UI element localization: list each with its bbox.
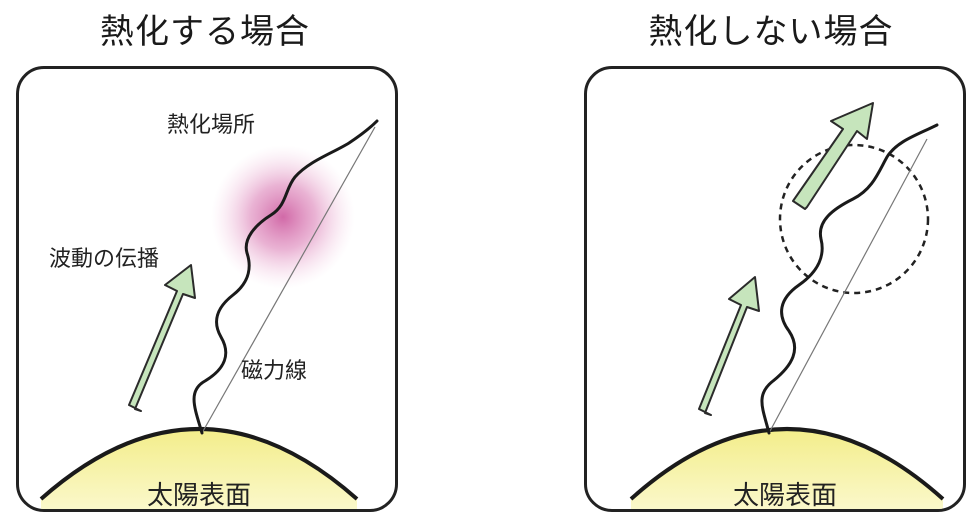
straight-field-line [201,126,376,434]
solar-surface-label-right: 太陽表面 [733,481,838,511]
magnetic-field-line-label: 磁力線 [241,359,308,384]
wavy-magnetic-field-line [760,123,939,435]
straight-field-line [768,138,928,434]
upper-wave-propagation-arrow-icon [792,102,874,210]
heating-site-label: 熱化場所 [167,113,256,138]
solar-surface-label-left: 太陽表面 [147,481,252,511]
wave-propagation-label: 波動の伝播 [49,247,160,272]
solar-surface-fill [41,429,357,509]
solar-surface-fill [631,429,943,509]
solar-surface-curve [39,427,359,501]
left-panel-title: 熱化する場合 [100,12,310,52]
left-panel-illustration [39,119,379,509]
solar-surface-curve [629,427,945,501]
wave-propagation-arrow-icon [128,264,196,412]
right-panel-illustration [629,102,945,509]
dashed-wave-region-circle [778,143,930,295]
wavy-magnetic-field-line [192,119,379,435]
lower-wave-propagation-arrow-icon [698,276,760,416]
heating-site-glow [211,145,355,289]
right-panel-title: 熱化しない場合 [648,12,894,52]
left-panel-heating-case: 熱化場所 波動の伝播 磁力線 太陽表面 [16,66,398,512]
right-panel-non-heating-case: 太陽表面 [584,66,966,512]
